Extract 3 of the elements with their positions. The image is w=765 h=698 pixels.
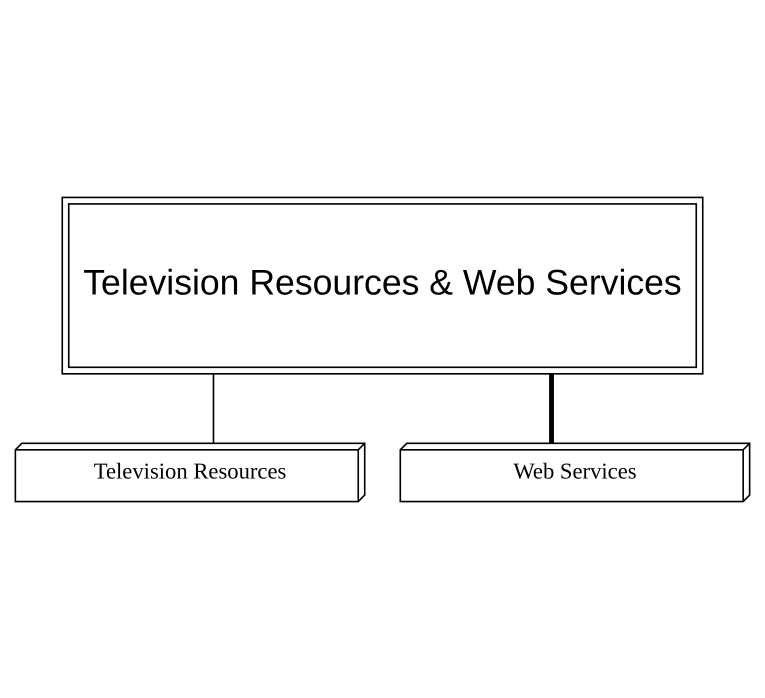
connector (549, 374, 554, 443)
connector (212, 374, 214, 443)
node-box: Television Resources & Web Services (61, 196, 704, 374)
